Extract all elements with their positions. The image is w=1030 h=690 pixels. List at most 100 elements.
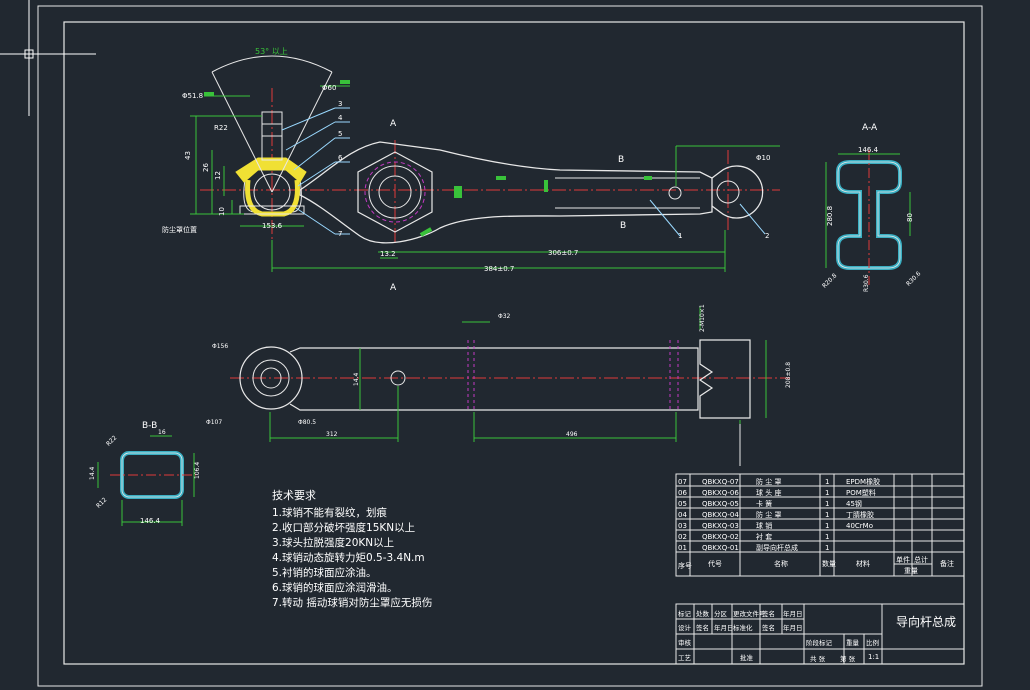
bom-cell-no: 03 — [678, 522, 687, 530]
balloon-leaders — [281, 107, 766, 237]
outer-frame — [37, 5, 983, 687]
tb-stage-1: 重量 — [846, 639, 860, 647]
tb-r2-0: 设计 — [678, 623, 692, 632]
eye-outline — [711, 165, 764, 219]
tb-r3-0: 审核 — [678, 638, 692, 647]
ball-head — [253, 173, 291, 211]
plan-dim-d80: Φ80.5 — [298, 419, 316, 426]
cut-a-top: A — [390, 119, 397, 129]
bb-dim-height: 106.4 — [194, 462, 201, 479]
bom-cell-name: 卡 簧 — [756, 499, 772, 508]
section-aa-view[interactable]: A-A 146.4 280.8 80 R20.8 R30.6 R30.6 — [821, 123, 922, 292]
aa-dim-web: 80 — [906, 213, 914, 222]
plan-dim-h208: 208±0.8 — [785, 362, 792, 388]
tb-sheet-no: 第 张 — [840, 654, 856, 663]
balloon-4: 4 — [338, 114, 343, 122]
tb-r1-3: 更改文件号 — [733, 609, 766, 618]
bom-cell-code: QBKXQ-03 — [702, 522, 739, 530]
bom-h-weight: 重量 — [904, 567, 918, 575]
tech-item-6: 6.球销的球面应涂润滑油。 — [272, 581, 398, 594]
plan-view[interactable]: Φ156 Φ107 Φ80.5 Φ32 14.4 312 496 208±0.8… — [206, 304, 792, 442]
bom-h-mat: 材料 — [856, 559, 870, 568]
dim-h26: 26 — [202, 163, 210, 172]
tb-sheets-total: 共 张 — [810, 654, 826, 663]
arm-body-outline — [299, 141, 713, 244]
tb-r1-0: 标记 — [678, 609, 692, 618]
aa-dim-r3: R30.6 — [905, 270, 922, 287]
bom-cell-mat: 40CrMo — [846, 522, 873, 530]
inner-frame — [63, 21, 965, 665]
tb-r1-2: 分区 — [714, 609, 728, 618]
title-block[interactable] — [675, 603, 965, 665]
dim-d10: Φ10 — [756, 154, 770, 162]
dim-d-top: Φ60 — [322, 84, 336, 92]
bom-header: 序号 代号 名称 数量 材料 单件 总计 重量 备注 — [678, 555, 954, 575]
plan-dim-d32: Φ32 — [498, 313, 511, 320]
tb-r1-5: 年月日 — [783, 609, 803, 618]
tech-item-2: 2.收口部分破坏强度15KN以上 — [272, 521, 415, 534]
dim-l384: 384±0.7 — [484, 265, 514, 273]
tb-r4-0: 工艺 — [678, 654, 692, 662]
plan-eye-mid — [252, 359, 290, 397]
bom-cell-name: 球 头 座 — [756, 488, 781, 497]
bb-dim-width: 146.4 — [140, 517, 161, 525]
plan-hidden-lines — [467, 340, 679, 410]
bom-cell-no: 07 — [678, 478, 687, 486]
bom-table[interactable] — [675, 473, 965, 577]
plan-small-hole — [390, 370, 406, 386]
angle-arc — [211, 55, 333, 73]
balloon-2: 2 — [765, 232, 769, 240]
cut-b-bottom: B — [620, 221, 626, 231]
bom-h-code: 代号 — [708, 559, 722, 568]
bb-dim-r1: R22 — [105, 434, 118, 447]
tb-r2-2: 年月日 — [714, 623, 734, 632]
aa-dim-r1: R20.8 — [821, 272, 838, 289]
plan-eye-inner — [260, 367, 282, 389]
plan-dimension-lines — [269, 306, 767, 442]
dim-h10: 10 — [218, 207, 226, 216]
bom-cell-code: QBKXQ-05 — [702, 500, 739, 508]
bom-cell-mat: EPDM橡胶 — [846, 477, 880, 486]
bom-h-qty: 数量 — [822, 559, 836, 568]
dim-d-left: Φ51.8 — [182, 92, 203, 100]
front-view[interactable]: 53° 以上 Φ51.8 Φ60 R22 43 26 12 10 153.6 — [162, 47, 780, 293]
dim-r22: R22 — [214, 124, 228, 132]
bom-cell-no: 06 — [678, 489, 687, 497]
arm-web-lines — [555, 177, 700, 209]
aa-dim-height: 280.8 — [826, 206, 834, 226]
tech-heading: 技术要求 — [272, 489, 316, 502]
bom-h-total: 总计 — [914, 555, 928, 564]
bom-cell-no: 02 — [678, 533, 687, 541]
bb-dim-h2: 14.4 — [89, 466, 96, 480]
plan-eye-outer — [239, 346, 303, 410]
aa-dim-width: 146.4 — [858, 146, 879, 154]
tb-r1-1: 处数 — [696, 609, 710, 618]
eye-hole — [716, 180, 740, 204]
tb-r2-4: 签名 — [762, 623, 775, 632]
bom-cell-mat: 45钢 — [846, 499, 862, 508]
tech-item-7: 7.转动 摇动球销对防尘罩应无损伤 — [272, 596, 432, 609]
bom-h-remark: 备注 — [940, 559, 954, 568]
bom-cell-qty: 1 — [825, 544, 829, 552]
plan-dim-d156: Φ156 — [212, 343, 228, 350]
tb-stage-0: 阶段标记 — [806, 638, 833, 647]
tb-stage-2: 比例 — [866, 638, 879, 647]
dim-h12: 12 — [214, 171, 222, 180]
dust-boot-label: 防尘罩位置 — [162, 225, 197, 234]
bom-cell-no: 01 — [678, 544, 687, 552]
bom-cell-code: QBKXQ-04 — [702, 511, 739, 519]
bom-cell-name: 衬 套 — [756, 532, 772, 541]
section-bb-view[interactable]: B-B 146.4 106.4 14.4 R22 R12 16 — [89, 421, 201, 526]
small-hole — [668, 186, 682, 200]
aa-dim-r2: R30.6 — [863, 274, 870, 292]
bom-h-name: 名称 — [774, 559, 788, 568]
tech-item-1: 1.球销不能有裂纹，划痕 — [272, 506, 388, 519]
balloon-3: 3 — [338, 100, 342, 108]
tb-scale: 1:1 — [868, 653, 879, 661]
plan-dim-l312: 312 — [326, 431, 338, 438]
bom-cell-code: QBKXQ-02 — [702, 533, 739, 541]
dust-boot-yellow — [235, 157, 307, 183]
balloon-7: 7 — [338, 230, 342, 238]
bb-dim-t: 16 — [158, 429, 166, 436]
